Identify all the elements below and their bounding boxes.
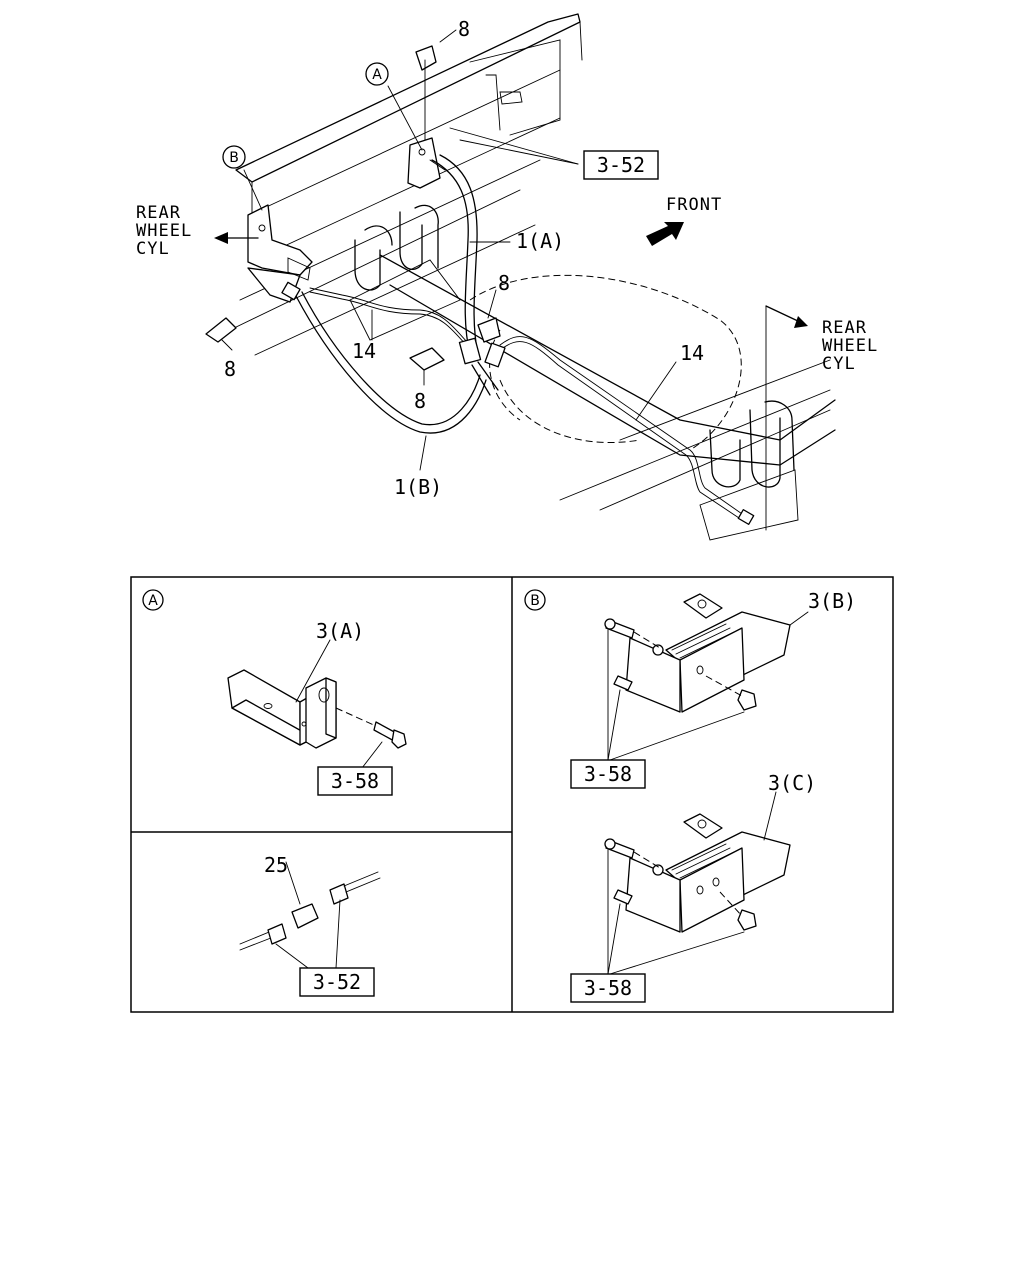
- callout-a-label: A: [372, 67, 382, 83]
- front-label: FRONT: [666, 195, 722, 215]
- panel-b-callout-circle: [524, 589, 546, 611]
- bracket-3c-icon: [625, 813, 791, 933]
- panel-b-callout-label: B: [530, 593, 540, 609]
- panel-a-ref-box[interactable]: [317, 766, 393, 796]
- brake-lines: [281, 154, 755, 525]
- panel-a-ref-label: 3-58: [331, 769, 379, 793]
- clip-top-icon: [415, 45, 437, 71]
- connector-ref-box[interactable]: [299, 967, 375, 997]
- panel-a-callout-label: A: [148, 593, 158, 609]
- rear-wheel-cyl-right-line2: WHEEL: [822, 336, 878, 356]
- panel-b-ref-upper-label: 3-58: [584, 762, 632, 786]
- panel-b-part-3c-label: 3(C): [768, 771, 816, 795]
- part-14-left-label: 14: [352, 339, 376, 363]
- rear-wheel-cyl-left-line2: WHEEL: [136, 221, 192, 241]
- rear-wheel-cyl-left-line1: REAR: [136, 203, 181, 223]
- part-1a-label: 1(A): [516, 229, 564, 253]
- callout-a-circle[interactable]: [365, 62, 389, 86]
- leader-lines: [221, 29, 767, 531]
- rear-wheel-right-arrow-icon: [765, 305, 801, 323]
- panel-b-ref-lower-label: 3-58: [584, 976, 632, 1000]
- rear-wheel-right-arrowhead-icon: [794, 316, 808, 328]
- clip-left-icon: [205, 317, 237, 343]
- ref-3-52-top-label: 3-52: [597, 153, 645, 177]
- detail-panels: [130, 576, 894, 1013]
- part-8-top-label: 8: [458, 17, 470, 41]
- panel-detail-a: A 3(A) 3-58: [142, 589, 407, 796]
- panel-b-part-3b-label: 3(B): [808, 589, 856, 613]
- panel-b-ref-upper-box[interactable]: [570, 759, 646, 789]
- panel-b-ref-lower-box[interactable]: [570, 973, 646, 1003]
- part-8-left-label: 8: [224, 357, 236, 381]
- clip-mid-icon: [477, 317, 501, 343]
- bolt-icon: [373, 721, 407, 749]
- clip-bottom-icon: [409, 347, 445, 371]
- frame-rail: [229, 13, 583, 356]
- front-arrow-icon: [646, 222, 684, 246]
- clips: [205, 45, 501, 371]
- rear-wheel-cyl-right-line1: REAR: [822, 318, 867, 338]
- rear-wheel-left-arrowhead-icon: [214, 232, 228, 244]
- bracket-3b-icon: [625, 593, 791, 713]
- connector-part-25-label: 25: [264, 853, 288, 877]
- panel-a-callout-circle: [142, 589, 164, 611]
- bracket-3a-icon: [227, 669, 337, 749]
- ref-3-52-top-box[interactable]: [583, 150, 659, 180]
- panel-connector: 25 3-52: [239, 853, 381, 997]
- part-14-right-label: 14: [680, 341, 704, 365]
- main-view: A B 8 8 8 8 14 14 1(A) 1(B) 3-52 REAR WH…: [136, 13, 878, 541]
- panel-detail-b: B 3(B) 3-58: [524, 589, 856, 1003]
- bracket-a-mount: [407, 137, 446, 189]
- callout-b-label: B: [229, 150, 239, 166]
- part-8-mid-label: 8: [498, 271, 510, 295]
- callout-b-circle[interactable]: [222, 145, 246, 169]
- rear-wheel-cyl-left-line3: CYL: [136, 239, 170, 259]
- part-8-bottom-label: 8: [414, 389, 426, 413]
- bracket-b-mount: [247, 204, 313, 303]
- part-1b-label: 1(B): [394, 475, 442, 499]
- connector-ref-label: 3-52: [313, 970, 361, 994]
- rear-wheel-cyl-right-line3: CYL: [822, 354, 856, 374]
- panel-a-part-3a-label: 3(A): [316, 619, 364, 643]
